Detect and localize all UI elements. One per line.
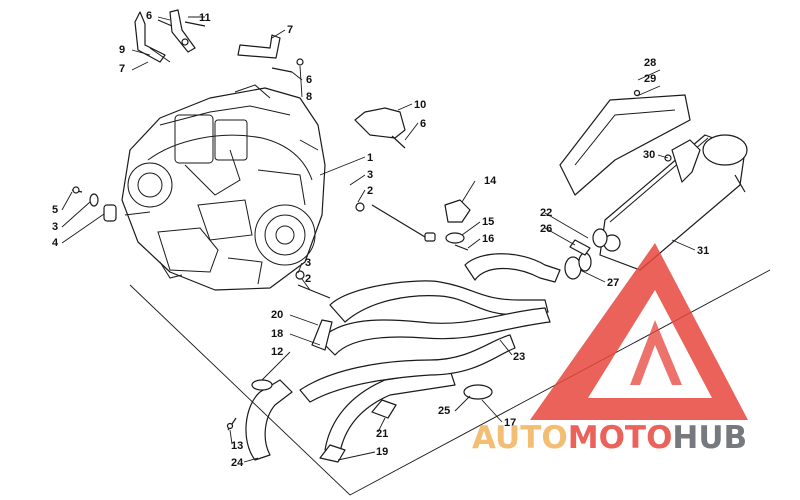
callout-29: 29 [644, 73, 656, 85]
callout-5: 5 [52, 204, 58, 216]
mount-bolt-top [157, 19, 206, 46]
callout-24: 24 [231, 457, 244, 469]
callout-16: 16 [482, 233, 494, 245]
lower-bolt-2 [295, 270, 331, 299]
exhaust-head-pipe [464, 253, 561, 283]
watermark-moto: MOTO [568, 420, 673, 456]
callout-18: 18 [271, 328, 283, 340]
callout-6: 6 [146, 10, 152, 22]
bushing-4 [103, 204, 117, 222]
callout-17: 17 [504, 417, 516, 429]
callout-28: 28 [644, 57, 656, 69]
watermark-triangle-logo [530, 243, 748, 420]
pipe-clamp-19 [319, 444, 346, 463]
callout-25: 25 [438, 405, 450, 417]
callout-10: 10 [414, 99, 426, 111]
washer-3 [89, 193, 99, 207]
callout-26: 26 [540, 223, 552, 235]
callout-22: 22 [540, 207, 552, 219]
gasket-13 [226, 417, 237, 431]
callout-15: 15 [482, 216, 494, 228]
svg-text:AUTOMOTOHUB: AUTOMOTOHUB [472, 420, 747, 456]
callout-2: 2 [305, 273, 311, 285]
exhaust-pipe-mid [319, 307, 551, 356]
callout-31: 31 [697, 245, 709, 257]
callout-4: 4 [52, 237, 59, 249]
mount-plate-7 [237, 34, 304, 73]
engine-mount-bracket-right [169, 9, 196, 53]
callout-7: 7 [119, 63, 125, 75]
exhaust-clamp [444, 199, 471, 251]
callout-19: 19 [376, 446, 388, 458]
spring-clamp-12 [251, 379, 273, 391]
exhaust-pipe-upper [329, 280, 549, 323]
callout-7: 7 [287, 24, 293, 36]
muffler-heat-shield [559, 89, 691, 196]
callout-3: 3 [367, 169, 373, 181]
callout-30: 30 [643, 149, 655, 161]
mount-bracket-10 [354, 107, 406, 149]
muffler-bracket-30 [664, 139, 701, 183]
watermark-hub: HUB [672, 420, 747, 456]
callout-13: 13 [231, 440, 243, 452]
exhaust-pipe-lower-bend [299, 334, 516, 403]
callout-6: 6 [306, 74, 312, 86]
spring-25 [463, 384, 493, 400]
engine-mount-bracket-left [134, 11, 171, 63]
callout-2: 2 [367, 185, 373, 197]
leader-lines [61, 16, 696, 463]
callout-1: 1 [367, 152, 373, 164]
mount-bolt-2 [355, 202, 436, 242]
callout-27: 27 [607, 277, 619, 289]
callout-11: 11 [199, 12, 211, 24]
exhaust-pipe-lower-right [324, 369, 456, 453]
callout-3: 3 [52, 221, 58, 233]
assembly-outline [129, 269, 771, 496]
pipe-clamp-21 [371, 399, 397, 419]
watermark-auto: AUTO [472, 420, 568, 456]
automotohub-watermark: AUTOMOTOHUB [472, 243, 748, 456]
gasket-27 [564, 252, 592, 280]
callout-20: 20 [271, 309, 283, 321]
callout-12: 12 [271, 346, 283, 358]
callout-8: 8 [306, 91, 312, 103]
muffler-clamp-22 [592, 228, 608, 248]
callout-3: 3 [305, 257, 311, 269]
callout-9: 9 [119, 44, 125, 56]
spring-26 [569, 239, 591, 256]
engine-bolt-5 [71, 186, 83, 194]
muffler-body [599, 134, 748, 271]
callout-labels: 6 11 9 7 7 6 8 10 6 1 3 2 5 3 4 3 2 14 1… [52, 10, 709, 469]
callout-14: 14 [484, 175, 497, 187]
pipe-heat-shield-20 [311, 319, 333, 351]
engine-block [121, 84, 326, 291]
callout-21: 21 [376, 428, 388, 440]
exhaust-pipe-lower-left [245, 379, 293, 461]
callout-23: 23 [513, 351, 525, 363]
callout-6: 6 [420, 118, 426, 130]
